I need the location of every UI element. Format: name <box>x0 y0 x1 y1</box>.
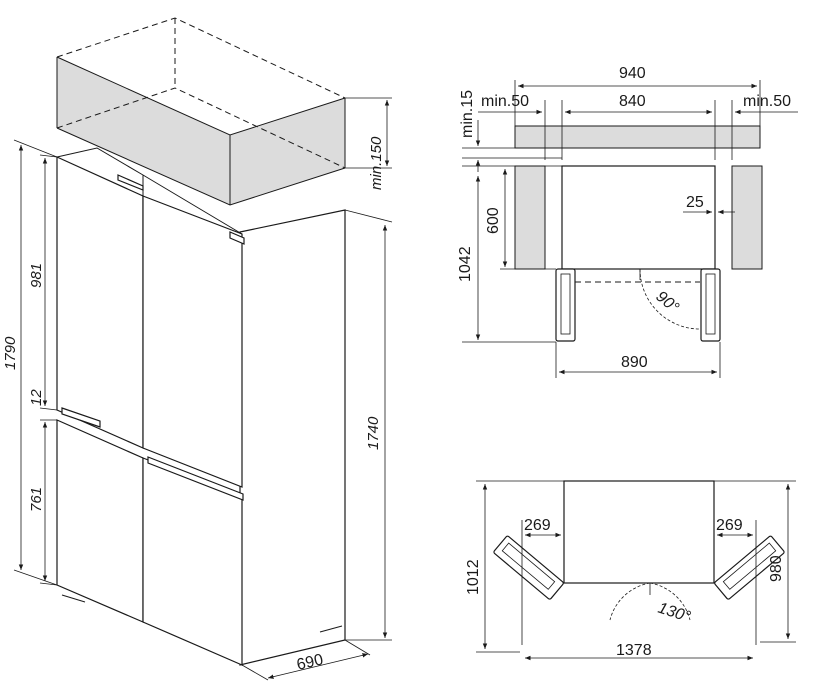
dim-total-height: 1790 <box>2 139 58 586</box>
right-door-130 <box>714 535 785 600</box>
label-angle-130: 130° <box>656 600 693 627</box>
label-lower-door: 761 <box>28 487 45 512</box>
fridge-3d-view: min.150 1790 981 12 761 1740 <box>2 17 393 681</box>
label-body-depth: 600 <box>485 207 502 234</box>
label-gap: 12 <box>28 389 45 406</box>
label-min-top: min.15 <box>459 90 476 138</box>
left-door-130 <box>493 535 564 600</box>
label-top-clearance: min.150 <box>368 136 385 190</box>
label-side-right-130: 269 <box>716 517 743 534</box>
dim-top-clearance: min.150 <box>345 97 392 190</box>
dim-door-heights: 981 12 761 <box>28 154 58 586</box>
label-niche-width: 940 <box>619 65 646 82</box>
label-width-open-130: 1378 <box>616 642 652 659</box>
plan-view-90: 90° 940 840 min.50 min.50 min.15 1042 60… <box>457 65 798 378</box>
top-clearance-box <box>56 17 346 206</box>
rear-wall <box>514 125 761 149</box>
label-depth-right-130: 980 <box>768 555 785 582</box>
dim-depth: 690 <box>241 639 371 681</box>
right-wall <box>731 165 763 270</box>
label-width-with-doors: 890 <box>621 354 648 371</box>
label-angle-90: 90° <box>652 288 682 317</box>
right-door-open <box>700 268 721 342</box>
left-wall <box>514 165 546 270</box>
label-door-offset: 25 <box>686 194 704 211</box>
fridge-body <box>56 147 346 666</box>
label-min-side-left: min.50 <box>481 93 529 110</box>
label-side-left-130: 269 <box>524 517 551 534</box>
fridge-plan-body <box>561 165 716 270</box>
label-depth: 690 <box>295 651 325 674</box>
plan-view-130: 130° 269 269 1012 980 1378 <box>465 480 796 661</box>
label-upper-door: 981 <box>28 263 45 288</box>
label-depth-total-90: 1042 <box>457 246 474 282</box>
label-cabinet-width: 840 <box>619 93 646 110</box>
label-min-side-right: min.50 <box>743 93 791 110</box>
label-cabinet-height: 1740 <box>365 416 382 450</box>
fridge-plan-body-130 <box>563 480 715 584</box>
dim-cabinet-height: 1740 <box>344 209 393 641</box>
label-depth-total-130: 1012 <box>465 559 482 595</box>
label-total-height: 1790 <box>2 336 19 370</box>
left-door-open <box>555 268 576 342</box>
